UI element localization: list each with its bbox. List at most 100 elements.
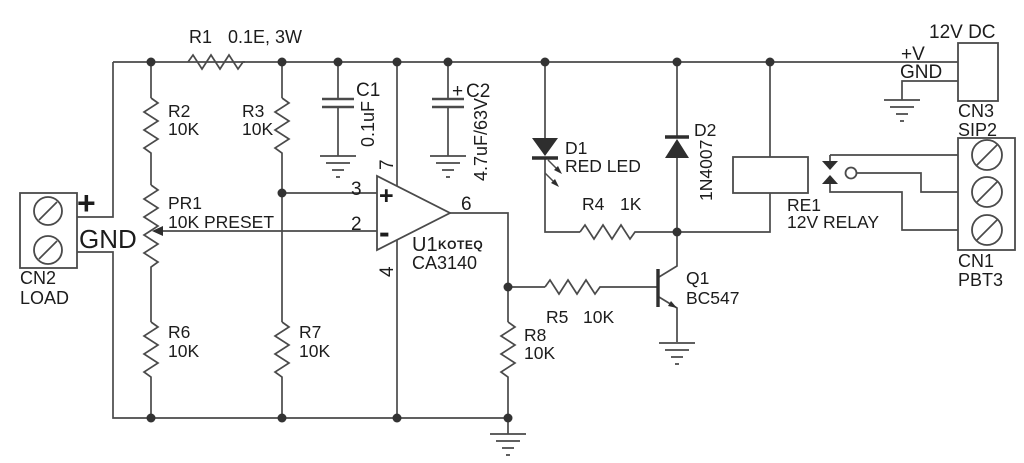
c1-value-label: 0.1uF [358, 101, 378, 147]
r7-symbol [273, 321, 291, 382]
contact-mid-wire [857, 172, 958, 193]
r1-value-label: 0.1E, 3W [228, 27, 302, 47]
re1-coil-box [732, 156, 809, 194]
u1-pin2-label: 2 [351, 214, 362, 235]
re1-contact-top [822, 161, 838, 170]
c2-ground-icon [430, 155, 466, 178]
r6-symbol [142, 321, 160, 382]
u1-ref-label: U1 [412, 234, 438, 256]
r3-ref-label: R3 [242, 101, 264, 121]
u1-pin3-label: 3 [351, 179, 362, 200]
d2-ref-label: D2 [694, 120, 716, 140]
r1-ref-label: R1 [189, 27, 212, 47]
r2-value-label: 10K [168, 119, 199, 139]
cn2-plus-label: + [77, 185, 96, 221]
r1-symbol [187, 53, 245, 71]
u1-pin7-label: 7 [377, 159, 398, 170]
q1-value-label: BC547 [686, 288, 740, 308]
contact-bottom-wire [829, 184, 958, 231]
relay-coil-wires [677, 62, 771, 233]
cn3-supply-label: 12V DC [929, 22, 996, 43]
r8-symbol [499, 321, 517, 382]
c2-symbol [432, 97, 464, 109]
junction-dots [146, 57, 775, 423]
d2-value-label: 1N4007 [696, 140, 716, 201]
label-layer: R1 0.1E, 3W R2 10K R3 10K PR1 10K PRESET… [20, 22, 1003, 363]
re1-contact-pole [844, 166, 858, 180]
cn1-value-label: PBT3 [958, 270, 1003, 290]
u1-noninv-label: + [379, 182, 394, 210]
cn2-gnd-label: GND [79, 224, 137, 254]
u1-logo-label: KOTEQ [438, 238, 483, 252]
r2-symbol [142, 97, 160, 158]
q1-ref-label: Q1 [686, 268, 709, 288]
cn1-screw-3-slot [976, 219, 998, 241]
r6-ref-label: R6 [168, 322, 190, 342]
re1-value-label: 12V RELAY [787, 212, 879, 232]
d1-arrowhead-1 [554, 166, 562, 174]
contact-top-wire [829, 154, 958, 161]
pr1-value-label: 10K PRESET [168, 212, 274, 232]
wire-layer [77, 61, 958, 434]
cn2-ref-label: CN2 [20, 268, 56, 288]
r4-value-label: 1K [620, 194, 642, 214]
symbol-layer [19, 42, 1016, 456]
cn1-ref-label: CN1 [958, 251, 994, 271]
cn1-screw-2-slot [976, 181, 998, 203]
r7-value-label: 10K [299, 341, 330, 361]
r3-value-label: 10K [242, 119, 273, 139]
q1-ground-icon [659, 342, 695, 365]
r5-symbol [544, 278, 602, 296]
d2-diode-symbol [665, 139, 689, 158]
u1-opamp-symbol [376, 174, 452, 252]
c1-symbol [322, 97, 354, 109]
pr1-ref-label: PR1 [168, 193, 202, 213]
cn2-screw-2-slot [38, 240, 58, 260]
r7-ref-label: R7 [299, 322, 321, 342]
cn1-screw-1-slot [976, 144, 998, 166]
cn3-vplus-label: +V [901, 44, 925, 65]
r8-ref-label: R8 [524, 325, 546, 345]
q1-emitter-arrow [668, 301, 677, 308]
c1-ground-icon [320, 155, 356, 178]
r4-ref-label: R4 [582, 194, 605, 214]
d1-emission-arrows [544, 159, 560, 185]
cn3-value-label: SIP2 [958, 120, 997, 140]
rail-ground-icon [490, 433, 526, 456]
q1-emitter-wire [658, 296, 678, 342]
d1-led-symbol [532, 138, 558, 156]
c2-value-label: 4.7uF/63V [471, 98, 491, 181]
re1-ref-label: RE1 [787, 195, 821, 215]
cn2-value-label: LOAD [20, 288, 69, 308]
r4-symbol [579, 223, 637, 241]
r8-value-label: 10K [524, 343, 555, 363]
cn2-screw-1-slot [38, 201, 58, 221]
pr1-wiper-arrow [152, 226, 163, 236]
r5-ref-label: R5 [546, 307, 568, 327]
d1-wires [544, 62, 580, 233]
re1-contact-bottom [822, 175, 838, 184]
cn3-ground-icon [884, 99, 920, 122]
u1-inv-label: - [379, 214, 390, 250]
u1-pin6-label: 6 [461, 194, 472, 215]
r3-symbol [273, 97, 291, 158]
cn3-ref-label: CN3 [958, 101, 994, 121]
c2-polarity-label: + [452, 81, 463, 102]
u1-pin4-label: 4 [377, 266, 398, 277]
pin6-output-wire [450, 212, 509, 287]
r2-ref-label: R2 [168, 101, 190, 121]
r6-value-label: 10K [168, 341, 199, 361]
d1-value-label: RED LED [565, 156, 641, 176]
d1-ref-label: D1 [565, 138, 587, 158]
q1-collector-wire [658, 232, 678, 278]
cn3-gnd-label: GND [900, 62, 942, 83]
c1-ref-label: C1 [356, 80, 380, 101]
c2-ref-label: C2 [466, 81, 490, 102]
pr1-symbol [142, 184, 160, 268]
cn3-connector [957, 42, 999, 102]
cn3-gnd-wire [901, 80, 958, 100]
bottom-rail-wire [77, 251, 508, 419]
r5-value-label: 10K [583, 307, 614, 327]
